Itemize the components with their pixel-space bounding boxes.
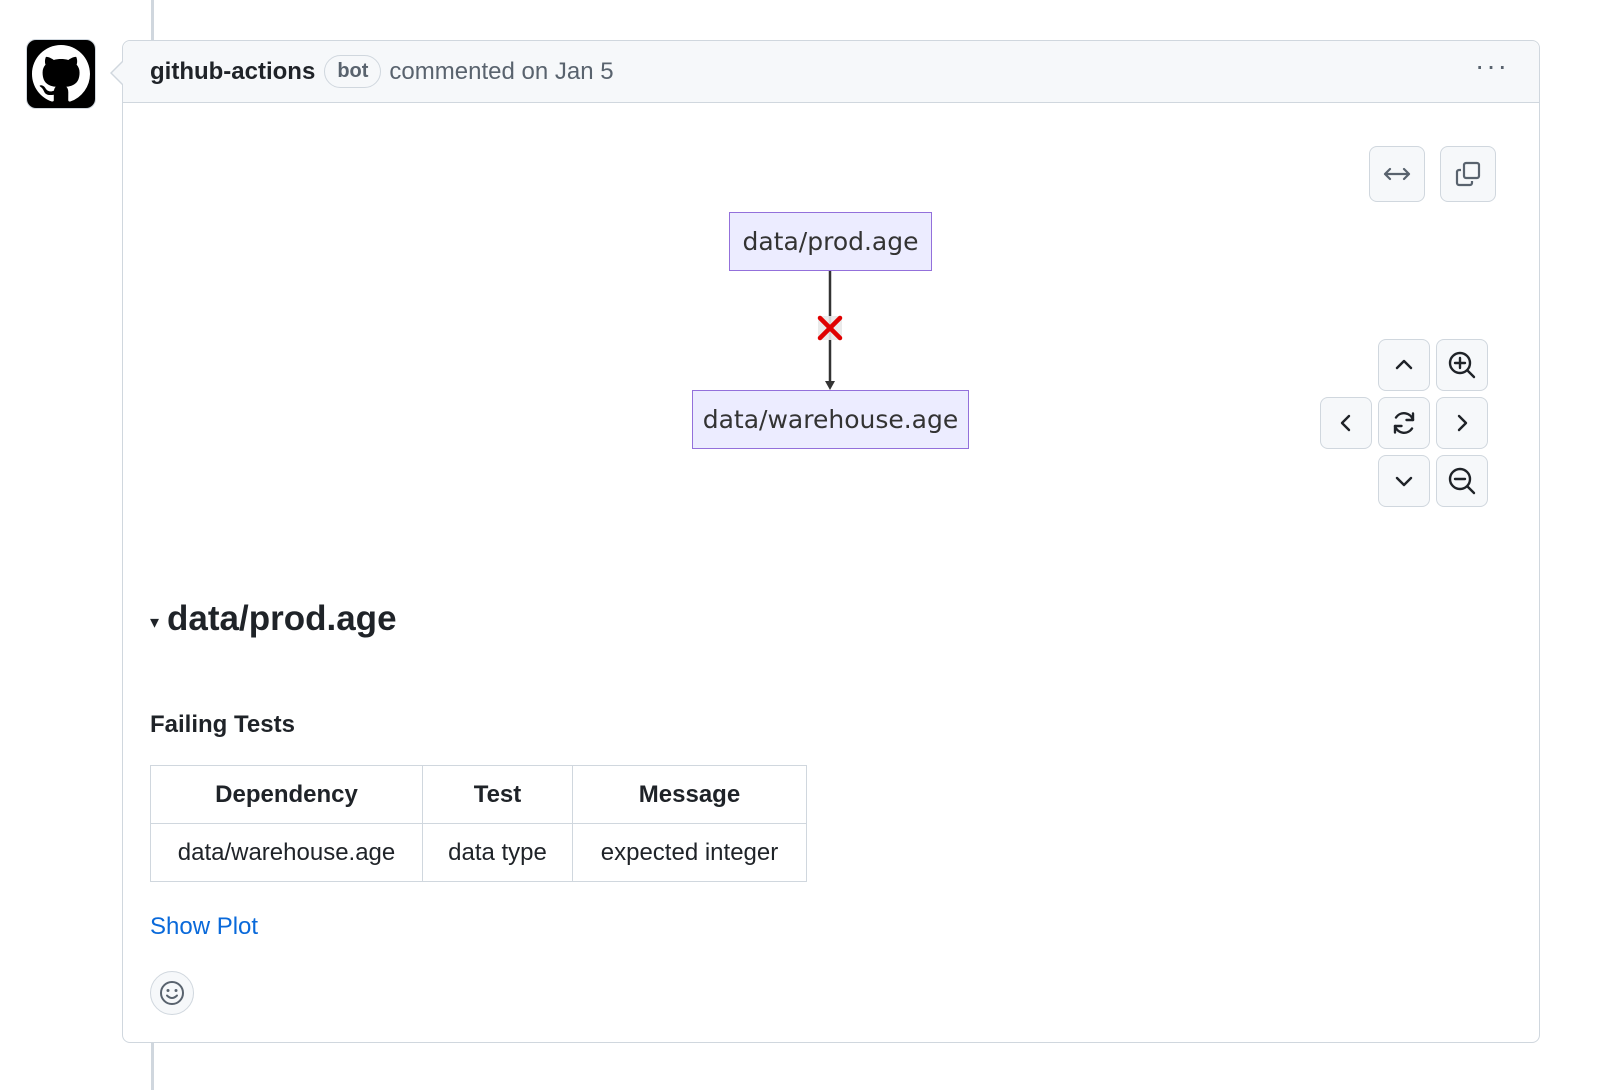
comment-timestamp[interactable]: commented on Jan 5 xyxy=(389,57,614,85)
zoom-out-button[interactable] xyxy=(1436,455,1488,507)
sync-icon xyxy=(1393,412,1415,434)
more-options-button[interactable]: ··· xyxy=(1475,49,1509,81)
pan-down-button[interactable] xyxy=(1378,455,1430,507)
zoom-out-icon xyxy=(1448,467,1476,495)
diagram-node-source: data/prod.age xyxy=(729,212,932,271)
bot-badge: bot xyxy=(324,55,382,88)
github-logo-icon xyxy=(32,45,90,102)
smiley-icon xyxy=(160,981,184,1005)
failing-tests-table: Dependency Test Message data/warehouse.a… xyxy=(150,765,807,882)
pan-left-button[interactable] xyxy=(1320,397,1372,449)
table-cell: data type xyxy=(422,823,573,882)
reset-view-button[interactable] xyxy=(1378,397,1430,449)
zoom-in-icon xyxy=(1448,351,1476,379)
pan-right-button[interactable] xyxy=(1436,397,1488,449)
table-cell: data/warehouse.age xyxy=(150,823,423,882)
comment-header: github-actions bot commented on Jan 5 ··… xyxy=(123,41,1539,103)
show-plot-link[interactable]: Show Plot xyxy=(150,913,259,940)
table-header-row: Dependency Test Message xyxy=(150,765,807,824)
section-title: data/prod.age xyxy=(167,599,397,638)
avatar[interactable] xyxy=(26,39,96,109)
table-header-cell: Test xyxy=(422,765,573,824)
table-header-cell: Message xyxy=(572,765,807,824)
expand-width-button[interactable] xyxy=(1369,146,1425,202)
diagram-node-target: data/warehouse.age xyxy=(692,390,969,449)
comment-pointer-fill xyxy=(112,61,124,85)
diagram-edge xyxy=(817,271,843,390)
author-link[interactable]: github-actions xyxy=(150,57,316,85)
pan-up-button[interactable] xyxy=(1378,339,1430,391)
copy-icon xyxy=(1455,161,1481,187)
arrow-both-icon xyxy=(1383,167,1411,181)
caret-down-icon: ▾ xyxy=(150,611,160,632)
add-reaction-button[interactable] xyxy=(150,971,194,1015)
chevron-left-icon xyxy=(1340,414,1351,432)
chevron-right-icon xyxy=(1457,414,1468,432)
chevron-up-icon xyxy=(1395,359,1413,370)
chevron-down-icon xyxy=(1395,476,1413,487)
table-header-cell: Dependency xyxy=(150,765,423,824)
table-row: data/warehouse.age data type expected in… xyxy=(150,823,807,882)
cross-icon xyxy=(817,315,843,341)
zoom-in-button[interactable] xyxy=(1436,339,1488,391)
mermaid-diagram: data/prod.age data/warehouse.age xyxy=(123,104,1538,574)
details-summary[interactable]: ▾ data/prod.age xyxy=(150,599,397,639)
table-cell: expected integer xyxy=(572,823,807,882)
comment-box: github-actions bot commented on Jan 5 ··… xyxy=(122,40,1540,1043)
failing-tests-heading: Failing Tests xyxy=(150,711,295,738)
copy-button[interactable] xyxy=(1440,146,1496,202)
